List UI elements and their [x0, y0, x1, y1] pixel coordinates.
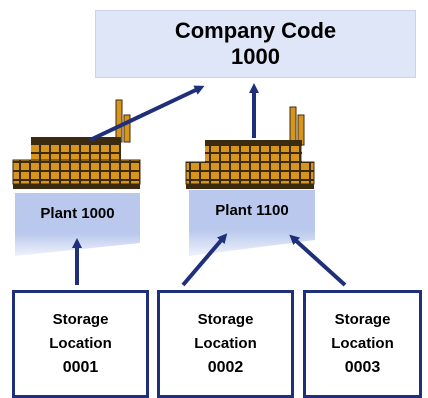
storage-location-box-0001: Storage Location 0001	[12, 290, 149, 398]
plant-1000-label: Plant 1000	[40, 204, 115, 222]
company-code-value: 1000	[231, 44, 280, 69]
arrow-plant1000-to-company	[89, 85, 205, 142]
arrow-sl0002-to-plant1100	[181, 233, 228, 287]
storage-location-line2: Location	[194, 335, 257, 352]
company-code-box: Company Code 1000	[95, 10, 416, 78]
storage-location-box-0003: Storage Location 0003	[303, 290, 422, 398]
plant-1100-label: Plant 1100	[215, 201, 289, 219]
storage-location-line1: Storage	[52, 311, 109, 328]
storage-location-code: 0001	[62, 359, 99, 376]
storage-location-line1: Storage	[197, 311, 254, 328]
factory-icon	[12, 99, 141, 189]
company-code-label: Company Code	[174, 18, 337, 43]
storage-location-code: 0002	[207, 359, 244, 376]
storage-location-line2: Location	[331, 335, 394, 352]
storage-location-line1: Storage	[334, 311, 391, 328]
storage-location-code: 0003	[344, 359, 381, 376]
arrow-sl0003-to-plant1100	[289, 234, 347, 287]
storage-location-box-0002: Storage Location 0002	[157, 290, 294, 398]
storage-location-line2: Location	[49, 335, 112, 352]
factory-icon	[185, 106, 315, 189]
